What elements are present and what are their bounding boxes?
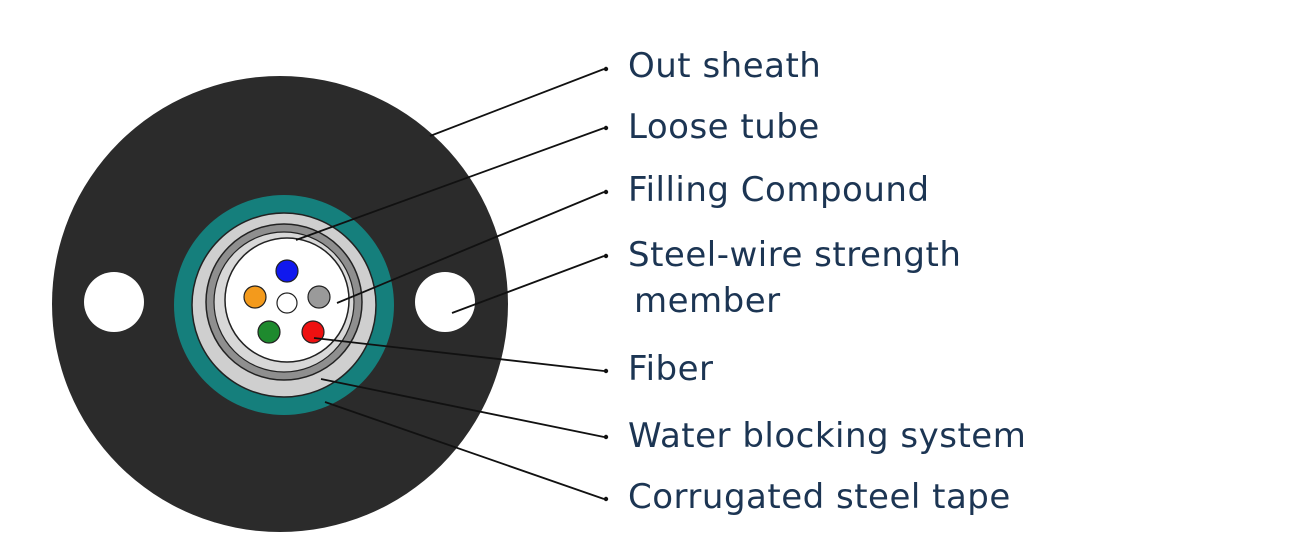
fiber-red: [301, 320, 325, 344]
label-strength-member-line2: member: [634, 281, 781, 321]
strength-member-right: [415, 272, 475, 332]
fiber-green: [257, 320, 281, 344]
leader-dot-filling-compound: [603, 189, 609, 195]
label-strength-member-line1: Steel-wire strength: [628, 235, 961, 275]
labels: Out sheath Loose tube Filling Compound S…: [628, 46, 1026, 517]
label-fiber: Fiber: [628, 349, 714, 389]
leader-dot-strength-member: [603, 253, 609, 259]
cable-cross-section: [52, 76, 508, 532]
leader-lines: [295, 66, 609, 502]
leader-dot-out-sheath: [603, 66, 609, 72]
fiber-gray: [307, 285, 331, 309]
leader-out-sheath: [429, 68, 605, 137]
strength-member-left: [84, 272, 144, 332]
fiber-blue: [275, 259, 299, 283]
label-out-sheath: Out sheath: [628, 46, 821, 86]
leader-corrugated-tape: [324, 401, 605, 500]
leader-dot-water-blocking: [603, 434, 609, 440]
leader-loose-tube: [295, 127, 605, 241]
label-water-blocking: Water blocking system: [628, 416, 1026, 456]
fiber-orange: [243, 285, 267, 309]
label-corrugated-tape: Corrugated steel tape: [628, 477, 1011, 517]
leader-dot-loose-tube: [603, 125, 609, 131]
leader-fiber: [313, 337, 605, 372]
leader-dot-corrugated-tape: [603, 496, 609, 502]
label-filling-compound: Filling Compound: [628, 170, 930, 210]
leader-water-blocking: [320, 378, 605, 438]
leader-strength-member: [451, 255, 605, 314]
label-loose-tube: Loose tube: [628, 107, 820, 147]
fiber-white: [276, 292, 298, 314]
leader-filling-compound: [336, 191, 605, 304]
leader-dot-fiber: [603, 368, 609, 374]
